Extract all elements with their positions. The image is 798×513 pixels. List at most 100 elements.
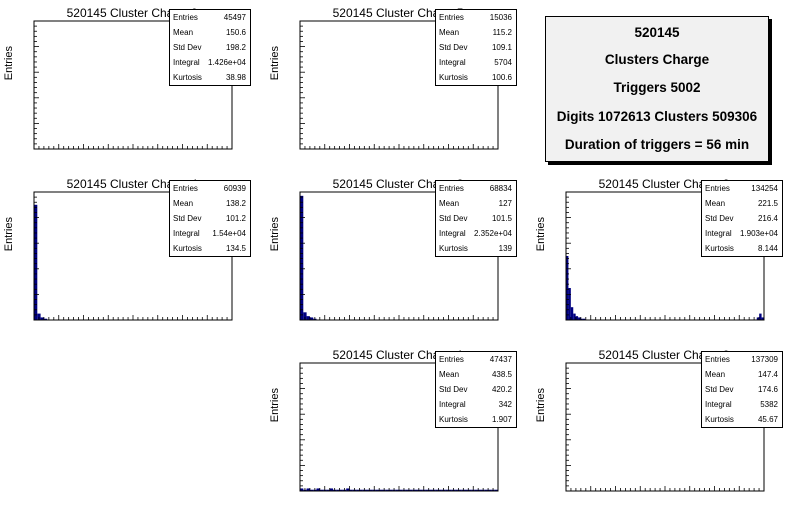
stats-label: Kurtosis <box>705 415 734 424</box>
histogram-title: 520145 Cluster Charge3 <box>333 177 464 191</box>
y-axis-label: Entries <box>3 217 15 252</box>
histogram-bar <box>478 489 482 491</box>
stats-label: Integral <box>173 229 200 238</box>
run-number-text: 520145 <box>634 25 680 40</box>
stats-value: 38.98 <box>225 73 246 82</box>
histogram-bar <box>306 316 310 320</box>
stats-value: 68834 <box>489 184 512 193</box>
stats-value: 134.5 <box>225 244 246 253</box>
histogram-bar <box>375 489 380 491</box>
stats-label: Integral <box>439 58 466 67</box>
stats-value: 137309 <box>751 355 778 364</box>
histogram-bar <box>566 256 569 320</box>
stats-value: 5704 <box>494 58 512 67</box>
stats-row-kurtosis: Kurtosis 45.67 <box>702 412 782 427</box>
stats-value: 150.6 <box>225 28 246 37</box>
histogram-bar <box>395 489 399 491</box>
stats-label: Kurtosis <box>705 244 734 253</box>
stats-value: 45.67 <box>757 415 778 424</box>
stats-label: Std Dev <box>173 214 202 223</box>
histogram-title: 520145 Cluster Charge2 <box>599 177 730 191</box>
stats-label: Integral <box>439 400 466 409</box>
stats-label: Kurtosis <box>173 73 202 82</box>
histogram-bar <box>455 489 459 491</box>
histogram-title: 520145 Cluster Charge1 <box>333 348 464 362</box>
histogram-bar <box>438 489 442 491</box>
histogram-bar <box>448 489 452 491</box>
stats-label: Std Dev <box>705 214 734 223</box>
histogram-bar <box>445 489 449 491</box>
stats-label: Integral <box>705 400 732 409</box>
histogram-bar <box>303 312 307 320</box>
stats-value: 138.2 <box>225 199 246 208</box>
stats-label: Mean <box>439 28 460 37</box>
histogram-bar <box>309 317 314 320</box>
histogram-bar <box>300 195 304 320</box>
histogram-bar <box>389 489 393 491</box>
histogram-bar <box>468 489 472 491</box>
histogram-bar <box>309 489 314 491</box>
histogram-bar <box>379 489 383 491</box>
histogram-bar <box>425 489 429 491</box>
stats-value: 420.2 <box>491 385 512 394</box>
triggers-text: Triggers 5002 <box>613 80 701 95</box>
stats-label: Mean <box>705 370 726 379</box>
stats-value: 1.54e+04 <box>212 229 246 238</box>
stats-value: 147.4 <box>757 370 778 379</box>
stats-label: Mean <box>439 370 460 379</box>
stats-value: 1.903e+04 <box>739 229 778 238</box>
stats-value: 100.6 <box>491 73 512 82</box>
histogram-bar <box>428 489 432 491</box>
stats-label: Kurtosis <box>173 244 202 253</box>
stats-value: 221.5 <box>757 199 778 208</box>
y-axis-label: Entries <box>269 46 281 81</box>
histogram-bar <box>418 489 423 491</box>
stats-row-std-dev: Std Dev 101.5 <box>436 211 516 226</box>
histogram-bar <box>458 489 462 491</box>
histogram-bar <box>484 489 489 491</box>
histogram-bar <box>300 488 304 491</box>
stats-value: 1.426e+04 <box>207 58 246 67</box>
histogram-bar <box>570 307 574 320</box>
histogram-bar <box>37 313 41 320</box>
stats-value: 438.5 <box>491 370 512 379</box>
histogram-bar <box>349 489 353 491</box>
stats-value: 139 <box>498 244 512 253</box>
stats-label: Entries <box>705 184 730 193</box>
stats-label: Std Dev <box>439 214 468 223</box>
stats-label: Kurtosis <box>439 415 468 424</box>
stats-label: Integral <box>705 229 732 238</box>
histogram-bar <box>346 488 350 491</box>
histogram-bar <box>435 489 439 491</box>
histogram-title: 520145 Cluster Charge5 <box>333 6 464 20</box>
histogram-bar <box>405 489 409 491</box>
stats-label: Std Dev <box>439 43 468 52</box>
histogram-title: 520145 Cluster Charge0 <box>599 348 730 362</box>
stats-value: 101.2 <box>225 214 246 223</box>
stats-row-integral: Integral 1.903e+04 <box>702 226 782 241</box>
stats-row-integral: Integral 5704 <box>436 55 516 70</box>
stats-value: 101.5 <box>491 214 512 223</box>
histogram-bar <box>573 313 576 320</box>
stats-value: 45497 <box>223 13 246 22</box>
histogram-bar <box>336 489 340 491</box>
